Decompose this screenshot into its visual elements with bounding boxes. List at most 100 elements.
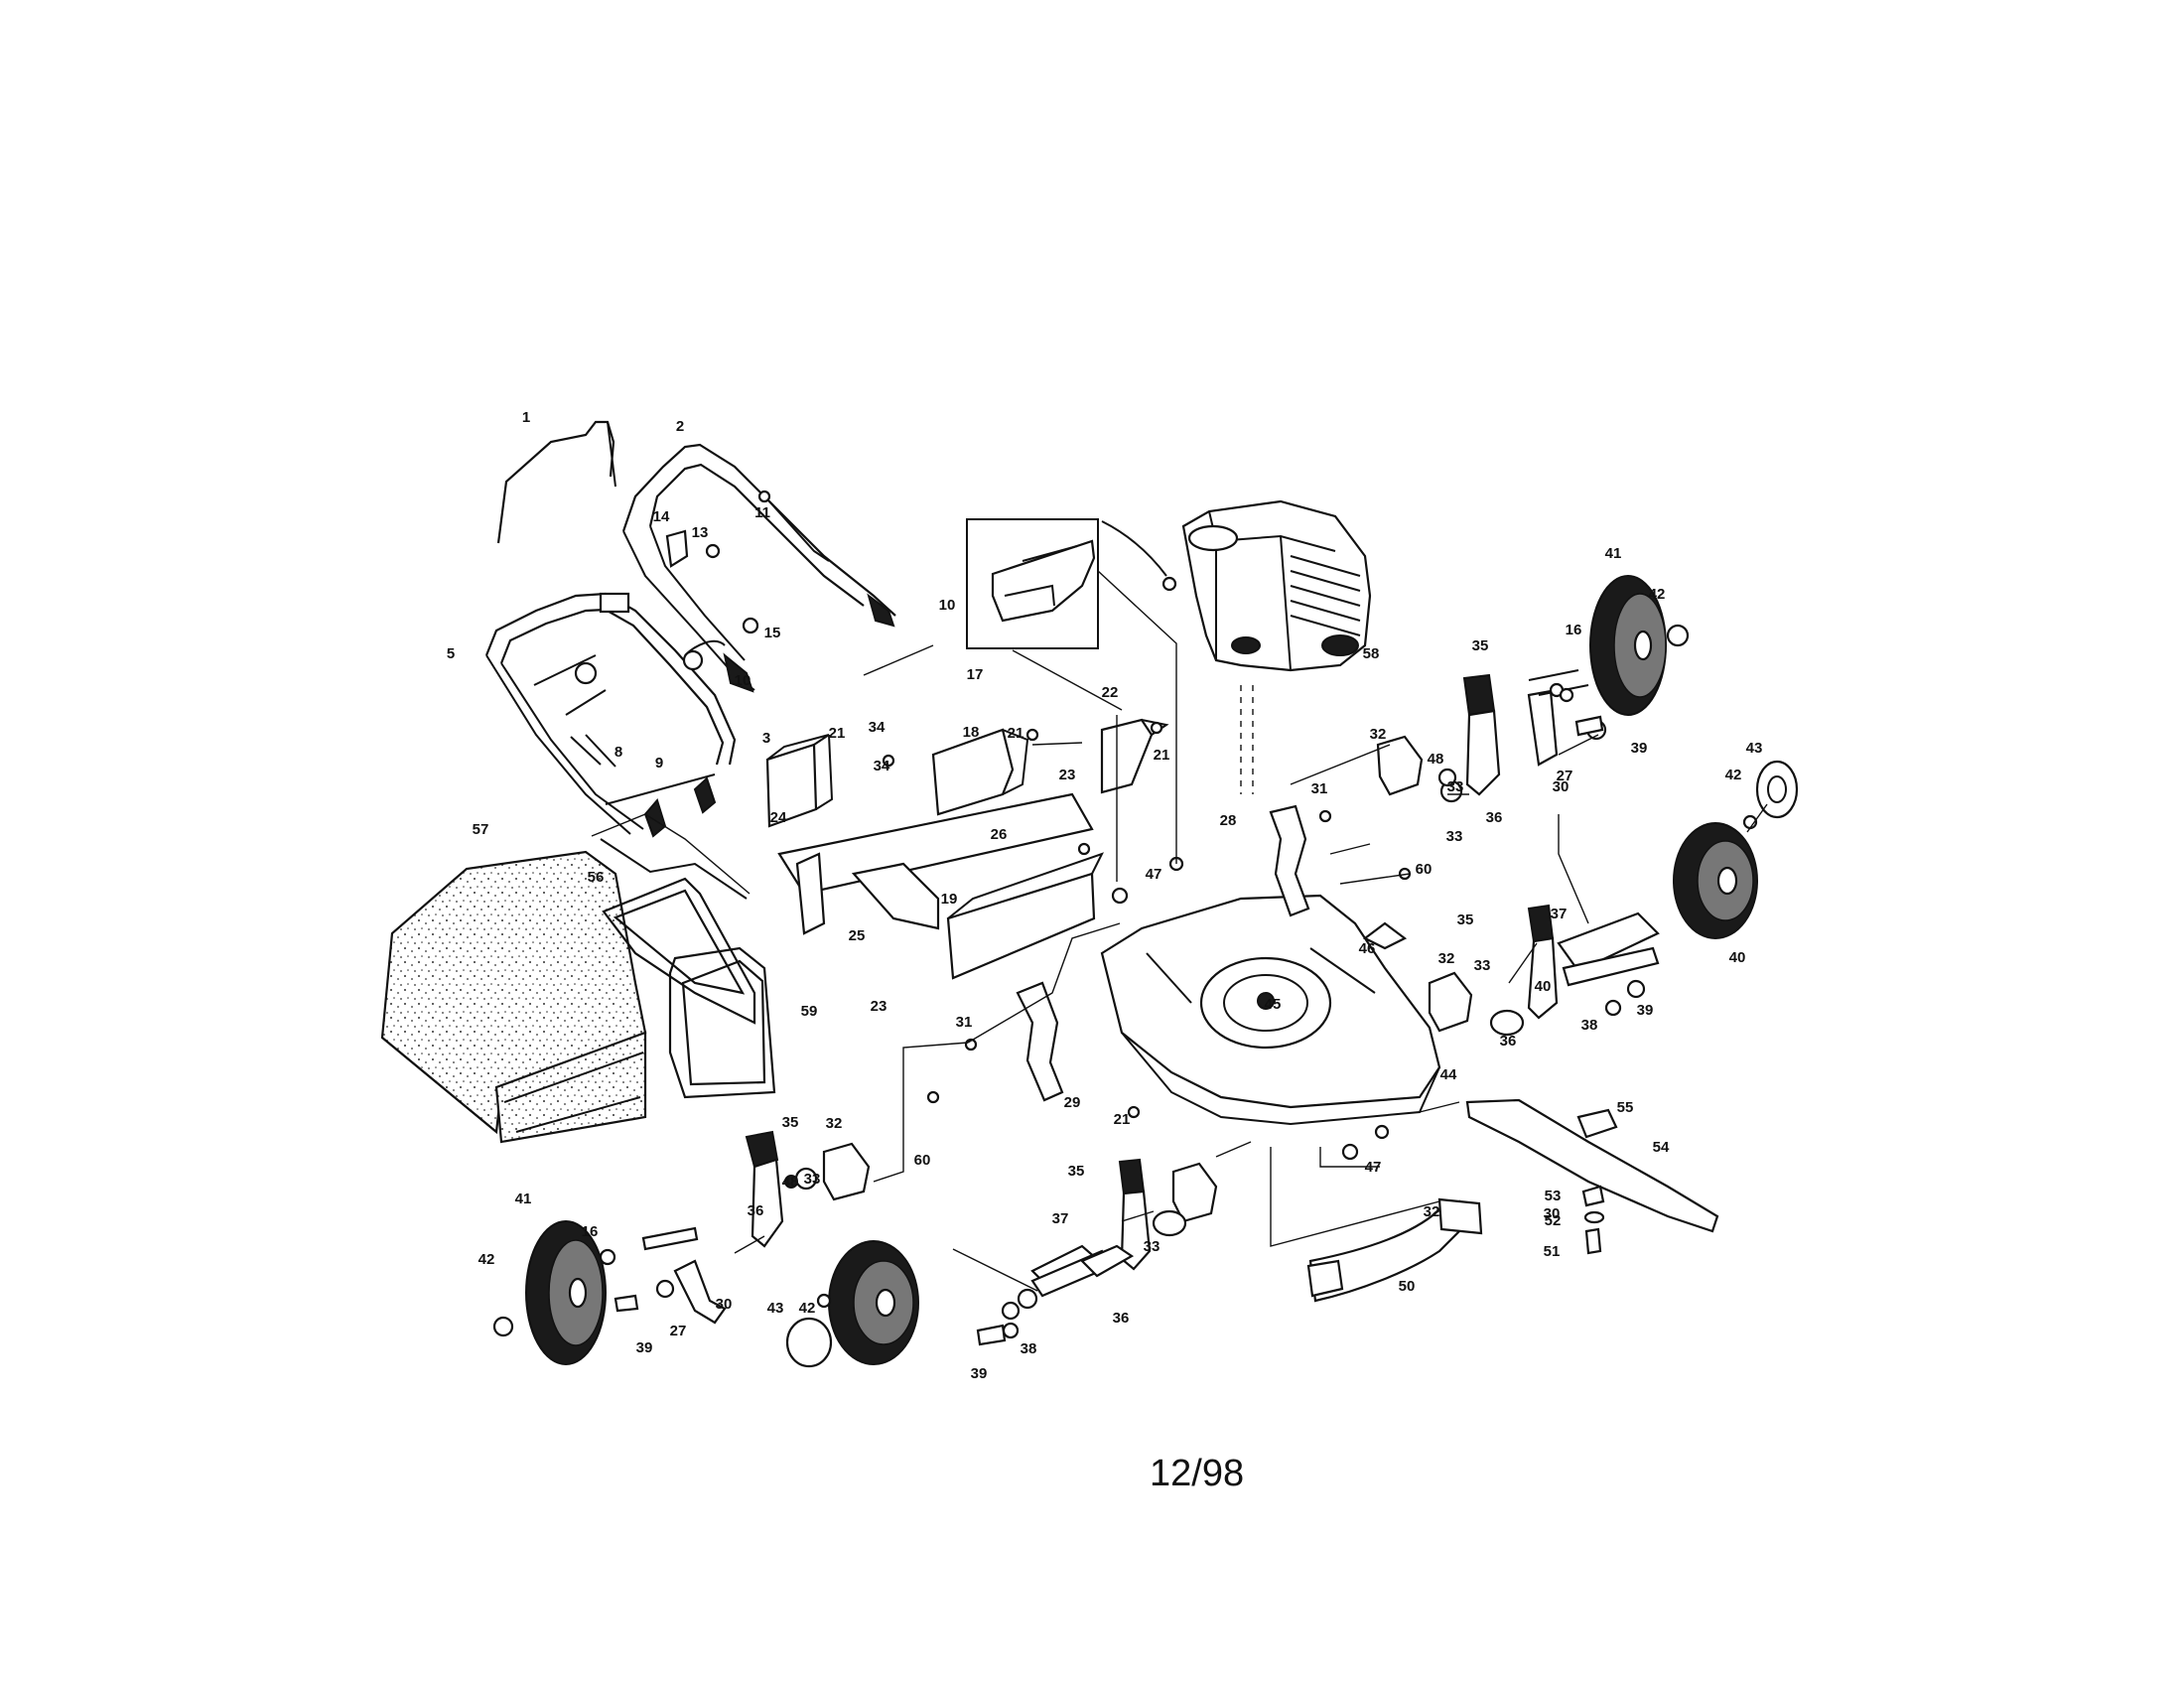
side-bracket-parts xyxy=(673,804,1408,1325)
part-number-label: 47 xyxy=(1365,1159,1382,1176)
part-number-label: 45 xyxy=(1265,996,1282,1013)
part-number-label: 21 xyxy=(1008,725,1024,742)
part-number-label: 60 xyxy=(914,1152,931,1169)
part-number-label: 28 xyxy=(1220,812,1237,829)
part-number-label: 33 xyxy=(804,1171,821,1188)
assembly-guide-lines xyxy=(591,570,1768,1292)
part-number-label: 23 xyxy=(1059,767,1076,783)
part-number-label: 38 xyxy=(1581,1017,1598,1034)
part-number-label: 34 xyxy=(869,719,886,736)
part-number-label: 30 xyxy=(1544,1205,1561,1222)
part-number-label: 32 xyxy=(1438,950,1455,967)
main-handle-part xyxy=(621,443,896,693)
part-number-label: 42 xyxy=(1725,767,1742,783)
part-number-label: 30 xyxy=(1553,778,1570,795)
lower-handle-part xyxy=(484,592,737,835)
part-number-label: 38 xyxy=(1021,1340,1037,1357)
part-number-label: 57 xyxy=(473,821,489,838)
part-number-label: 21 xyxy=(829,725,846,742)
part-number-label: 26 xyxy=(991,826,1008,843)
part-number-label: 17 xyxy=(967,666,984,683)
part-number-label: 18 xyxy=(963,724,980,741)
part-number-label: 16 xyxy=(1566,622,1582,638)
part-number-label: 41 xyxy=(515,1191,532,1207)
part-number-label: 60 xyxy=(1416,861,1433,878)
part-number-label: 48 xyxy=(1428,751,1444,768)
part-number-label: 40 xyxy=(1729,949,1746,966)
part-number-label: 33 xyxy=(1474,957,1491,974)
wheel-part-41-rear-right xyxy=(1589,575,1690,716)
part-number-label: 36 xyxy=(1486,809,1503,826)
bag-frame-part-56 xyxy=(602,877,756,1025)
part-number-label: 37 xyxy=(1551,906,1568,922)
part-number-label: 15 xyxy=(764,625,781,641)
part-number-label: 56 xyxy=(588,869,605,886)
part-number-label: 11 xyxy=(754,504,770,521)
part-number-label: 39 xyxy=(971,1365,988,1382)
part-number-label: 46 xyxy=(1359,940,1376,957)
part-number-label: 27 xyxy=(1557,768,1573,784)
part-number-label: 39 xyxy=(636,1339,653,1356)
part-number-label: 32 xyxy=(1424,1203,1440,1220)
part-number-label: 59 xyxy=(801,1003,818,1020)
wheel-part-40-front-right xyxy=(1673,760,1799,939)
wheel-part-41-rear-left xyxy=(492,1220,607,1365)
part-number-label: 27 xyxy=(670,1323,687,1339)
part-number-label: 39 xyxy=(1631,740,1648,757)
part-number-label: 16 xyxy=(582,1223,599,1240)
part-number-label: 31 xyxy=(956,1014,973,1031)
part-number-label: 39 xyxy=(1637,1002,1654,1019)
part-number-label: 29 xyxy=(1064,1094,1081,1111)
part-number-label: 33 xyxy=(1144,1238,1160,1255)
part-number-label: 42 xyxy=(478,1251,495,1268)
part-number-label: 33 xyxy=(1446,828,1463,845)
part-number-label: 9 xyxy=(655,755,663,772)
part-number-label: 37 xyxy=(1052,1210,1069,1227)
rear-left-lever-parts xyxy=(745,1130,871,1248)
part-number-label: 36 xyxy=(748,1202,764,1219)
part-number-label: 2 xyxy=(676,418,684,435)
part-number-label: 41 xyxy=(1605,545,1622,562)
part-number-label: 23 xyxy=(871,998,887,1015)
deck-housing-part-44 xyxy=(1100,894,1441,1126)
part-number-label: 44 xyxy=(1440,1066,1457,1083)
rear-right-lever-parts xyxy=(1376,669,1589,803)
part-number-label: 55 xyxy=(1617,1099,1634,1116)
part-number-label: 34 xyxy=(874,758,890,774)
part-number-label: 40 xyxy=(1535,978,1552,995)
part-number-label: 21 xyxy=(1114,1111,1131,1128)
grass-bag-part-57 xyxy=(380,850,647,1144)
part-number-label: 5 xyxy=(447,645,455,662)
part-number-label: 31 xyxy=(1311,780,1328,797)
part-number-label: 35 xyxy=(1472,637,1489,654)
part-number-label: 43 xyxy=(1746,740,1763,757)
part-number-label: 22 xyxy=(1102,684,1119,701)
part-number-label: 50 xyxy=(1399,1278,1416,1295)
part-number-label: 14 xyxy=(653,508,670,525)
part-number-label: 10 xyxy=(939,597,956,614)
part-number-label: 3 xyxy=(762,730,770,747)
part-number-label: 1 xyxy=(522,409,530,426)
part-number-label: 13 xyxy=(692,524,709,541)
engine-part-58 xyxy=(1101,499,1372,672)
part-number-label: 30 xyxy=(716,1296,733,1313)
part-number-label: 8 xyxy=(614,744,622,761)
axle-and-hardware-parts xyxy=(599,682,1660,1346)
date-code: 12/98 xyxy=(1150,1453,1244,1494)
upper-handle-part xyxy=(496,420,616,544)
part-number-label: 42 xyxy=(1649,586,1666,603)
part-number-label: 36 xyxy=(1113,1310,1130,1327)
inset-box-part-17 xyxy=(966,518,1099,649)
part-number-label: 43 xyxy=(767,1300,784,1317)
part-number-label: 19 xyxy=(941,891,958,908)
part-number-label: 47 xyxy=(1146,866,1162,883)
part-number-label: 32 xyxy=(1370,726,1387,743)
part-number-label: 24 xyxy=(770,809,787,826)
part-number-label: 53 xyxy=(1545,1188,1562,1204)
bag-frame-part-59 xyxy=(668,946,776,1099)
blade-part-54 xyxy=(1465,1098,1719,1233)
part-number-label: 25 xyxy=(849,927,866,944)
part-number-label: 52 xyxy=(1545,1212,1562,1229)
